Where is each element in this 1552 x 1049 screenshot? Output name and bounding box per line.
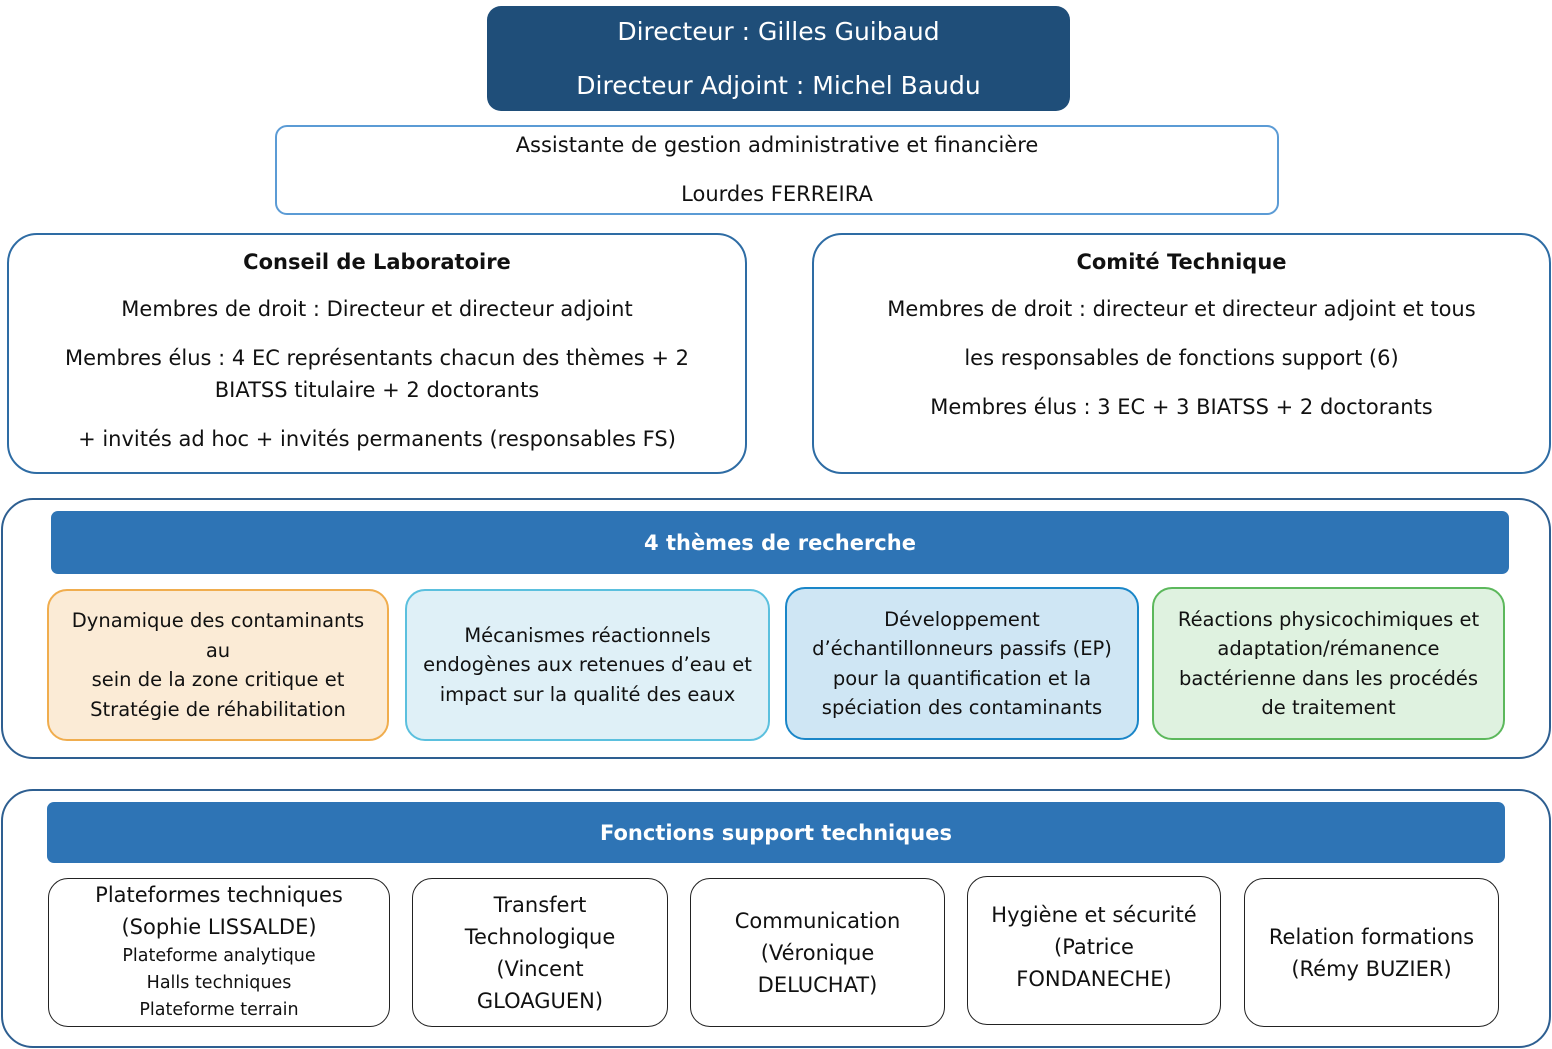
support-line: Transfert xyxy=(493,892,587,917)
support-line: (Vincent xyxy=(496,956,584,981)
director-name: Directeur : Gilles Guibaud xyxy=(617,16,940,46)
comite-title: Comité Technique xyxy=(1076,250,1287,274)
support-subitem: Halls techniques xyxy=(146,973,292,993)
support-banner: Fonctions support techniques xyxy=(47,802,1505,863)
themes-banner-label: 4 thèmes de recherche xyxy=(644,530,916,555)
deputy-director-name: Directeur Adjoint : Michel Baudu xyxy=(576,70,981,100)
theme-line: de traitement xyxy=(1261,696,1396,719)
themes-banner: 4 thèmes de recherche xyxy=(51,511,1509,574)
theme-box-reaction-mechanisms: Mécanismes réactionnels endogènes aux re… xyxy=(405,589,770,741)
support-line: FONDANECHE) xyxy=(1016,967,1172,991)
theme-box-physicochemical-reactions: Réactions physicochimiques et adaptation… xyxy=(1152,587,1505,740)
theme-line: Réactions physicochimiques et xyxy=(1177,607,1480,631)
support-line: (Sophie LISSALDE) xyxy=(121,915,317,939)
support-subitem: Plateforme terrain xyxy=(139,1000,299,1020)
support-line: (Rémy BUZIER) xyxy=(1291,956,1452,981)
support-box-platforms: Plateformes techniques (Sophie LISSALDE)… xyxy=(48,878,390,1027)
theme-box-contaminant-dynamics: Dynamique des contaminants au sein de la… xyxy=(47,589,389,741)
theme-line: sein de la zone critique et xyxy=(91,668,345,691)
comite-line: les responsables de fonctions support (6… xyxy=(964,346,1399,370)
conseil-laboratoire-box: Conseil de Laboratoire Membres de droit … xyxy=(7,233,747,474)
support-line: Relation formations xyxy=(1268,924,1475,949)
support-banner-label: Fonctions support techniques xyxy=(600,820,952,845)
theme-line: Mécanismes réactionnels xyxy=(464,623,711,647)
support-line: Technologique xyxy=(464,924,616,949)
theme-line: au xyxy=(205,638,231,662)
theme-line: impact sur la qualité des eaux xyxy=(439,682,736,706)
support-line: GLOAGUEN) xyxy=(476,988,604,1013)
support-box-hygiene-safety: Hygiène et sécurité (Patrice FONDANECHE) xyxy=(967,876,1221,1025)
assistant-box: Assistante de gestion administrative et … xyxy=(275,125,1279,215)
theme-line: pour la quantification et la xyxy=(832,666,1092,690)
theme-line: spéciation des contaminants xyxy=(821,696,1103,719)
theme-line: adaptation/rémanence xyxy=(1217,637,1440,660)
theme-line: bactérienne dans les procédés xyxy=(1178,666,1478,690)
comite-line: Membres de droit : directeur et directeu… xyxy=(887,297,1476,321)
theme-line: Dynamique des contaminants xyxy=(71,609,365,632)
support-section xyxy=(1,789,1551,1048)
support-box-communication: Communication (Véronique DELUCHAT) xyxy=(690,878,945,1027)
comite-technique-box: Comité Technique Membres de droit : dire… xyxy=(812,233,1551,474)
conseil-line: + invités ad hoc + invités permanents (r… xyxy=(78,427,676,451)
theme-line: d’échantillonneurs passifs (EP) xyxy=(812,637,1112,660)
assistant-role: Assistante de gestion administrative et … xyxy=(515,133,1039,157)
conseil-line: Membres élus : 4 EC représentants chacun… xyxy=(64,346,690,402)
support-line: Hygiène et sécurité xyxy=(991,903,1197,927)
director-box: Directeur : Gilles Guibaud Directeur Adj… xyxy=(487,6,1070,111)
conseil-line: Membres de droit : Directeur et directeu… xyxy=(121,297,633,321)
support-line: Plateformes techniques xyxy=(95,883,343,907)
support-line: (Patrice xyxy=(1054,935,1134,959)
theme-box-passive-samplers: Développement d’échantillonneurs passifs… xyxy=(785,587,1139,740)
support-subitem: Plateforme analytique xyxy=(122,946,316,966)
assistant-name: Lourdes FERREIRA xyxy=(681,182,873,206)
theme-line: endogènes aux retenues d’eau et xyxy=(423,653,752,677)
theme-line: Stratégie de réhabilitation xyxy=(90,697,346,721)
support-line: Communication xyxy=(734,908,901,933)
theme-line: Développement xyxy=(884,607,1040,631)
support-line: DELUCHAT) xyxy=(757,972,878,997)
support-box-training-relations: Relation formations (Rémy BUZIER) xyxy=(1244,878,1499,1027)
comite-line: Membres élus : 3 EC + 3 BIATSS + 2 docto… xyxy=(930,395,1433,419)
support-line: (Véronique xyxy=(760,940,875,965)
conseil-title: Conseil de Laboratoire xyxy=(243,250,511,274)
support-box-tech-transfer: Transfert Technologique (Vincent GLOAGUE… xyxy=(412,878,668,1027)
themes-section xyxy=(1,498,1551,759)
